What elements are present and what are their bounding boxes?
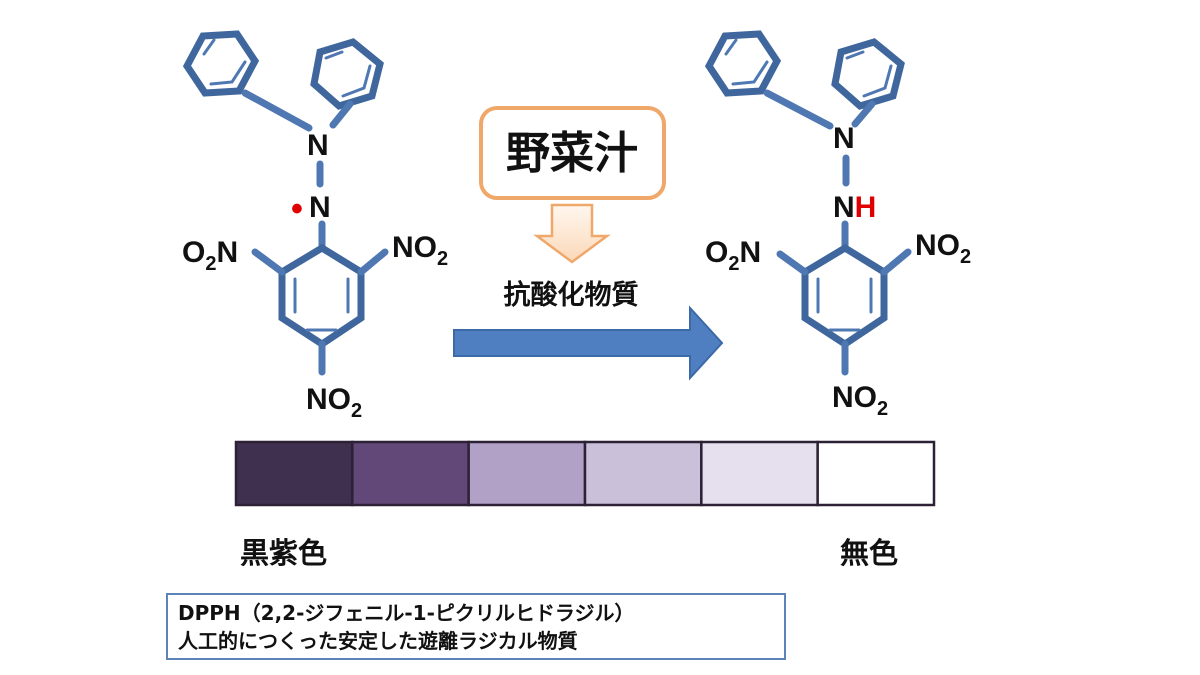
nitro-group-ortho-right-product: NO2 xyxy=(915,229,971,268)
amine-nitrogen-product: N xyxy=(833,122,855,155)
dpph-h-structure: N NH O2N NO2 NO2 xyxy=(704,30,971,420)
radical-nitrogen: N xyxy=(309,191,331,224)
color-scale-cell xyxy=(234,440,354,507)
reaction-arrow xyxy=(453,305,724,381)
hydrazine-nitrogen: NH xyxy=(833,191,876,224)
nitro-group-para-product: NO2 xyxy=(832,381,888,420)
nitro-group-ortho-right: NO2 xyxy=(392,231,448,270)
dpph-description-box: DPPH（2,2-ジフェニル-1-ピクリルヒドラジル） 人工的につくった安定した… xyxy=(166,593,786,660)
reagent-callout: 野菜汁 xyxy=(479,106,666,200)
nitro-group-ortho-left-product: O2N xyxy=(705,236,761,275)
phenyl-ring-left xyxy=(182,30,260,97)
dark-purple-label: 黒紫色 xyxy=(240,536,328,570)
color-scale xyxy=(234,440,936,507)
color-scale-cell xyxy=(583,440,703,507)
picryl-ring-product xyxy=(801,243,888,349)
color-scale-cell xyxy=(467,440,587,507)
colorless-label: 無色 xyxy=(840,536,899,570)
antioxidant-label: 抗酸化物質 xyxy=(504,279,639,311)
color-scale-cell xyxy=(351,440,470,507)
dpph-name-line: DPPH（2,2-ジフェニル-1-ピクリルヒドラジル） xyxy=(178,601,635,625)
phenyl-ring-left-product xyxy=(704,30,782,97)
color-scale-cell xyxy=(700,440,819,507)
down-arrow xyxy=(533,203,611,264)
amine-nitrogen: N xyxy=(307,129,329,162)
nitro-group-ortho-left: O2N xyxy=(182,236,238,275)
dpph-radical-structure: N • N O2N NO2 NO2 xyxy=(182,30,448,422)
picryl-ring xyxy=(278,243,365,349)
phenyl-ring-right-product xyxy=(831,38,905,110)
reagent-label: 野菜汁 xyxy=(506,128,638,179)
dpph-description-line: 人工的につくった安定した遊離ラジカル物質 xyxy=(178,629,578,653)
phenyl-ring-right xyxy=(310,38,384,110)
nitro-group-para: NO2 xyxy=(306,383,362,422)
radical-dot: • xyxy=(291,190,303,228)
color-scale-cell xyxy=(816,440,936,507)
